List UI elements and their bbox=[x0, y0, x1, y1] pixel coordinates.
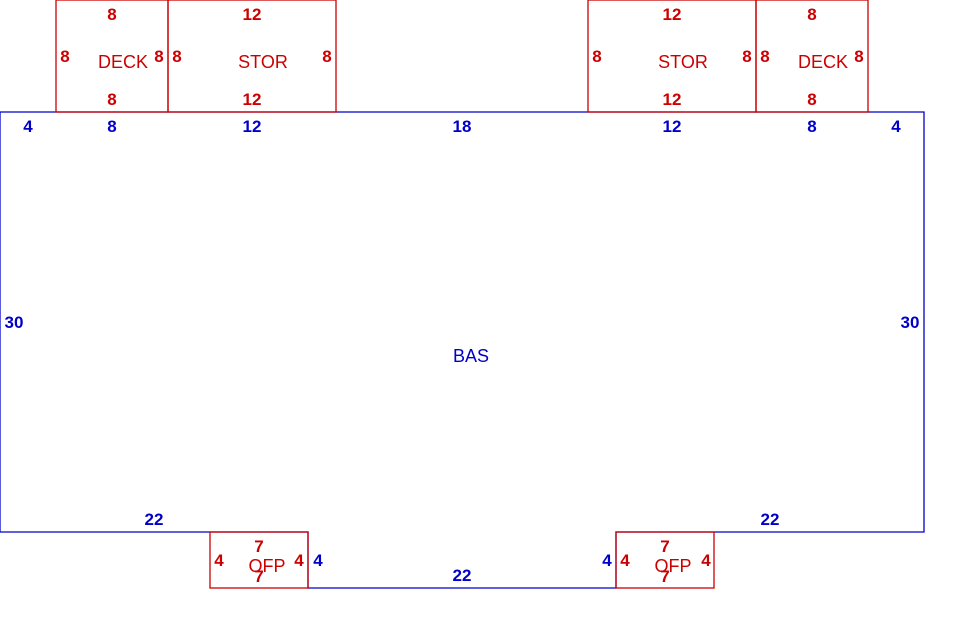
stor-right-dim-bottom: 12 bbox=[663, 90, 682, 109]
deck-right-dim-bottom: 8 bbox=[807, 90, 816, 109]
ofp-right-label: OFP bbox=[654, 556, 691, 576]
stor-left-dim-bottom: 12 bbox=[243, 90, 262, 109]
deck-left-dim-top: 8 bbox=[107, 5, 116, 24]
ofp-left-outline bbox=[209, 531, 309, 589]
stor-left-dim-left: 8 bbox=[172, 47, 181, 66]
dim-top-12-a: 12 bbox=[243, 117, 262, 136]
stor-right-dim-top: 12 bbox=[663, 5, 682, 24]
dim-top-12-b: 12 bbox=[663, 117, 682, 136]
stor-left-dim-top: 12 bbox=[243, 5, 262, 24]
dim-notch-left-4: 4 bbox=[313, 551, 323, 570]
deck-right-dim-top: 8 bbox=[807, 5, 816, 24]
stor-left-label: STOR bbox=[238, 52, 288, 72]
dim-bottom-center-22: 22 bbox=[453, 566, 472, 585]
stor-left-dim-right: 8 bbox=[322, 47, 331, 66]
dim-top-right-4: 4 bbox=[891, 117, 901, 136]
ofp-left-dim-top: 7 bbox=[254, 537, 263, 556]
deck-left-dim-bottom: 8 bbox=[107, 90, 116, 109]
stor-left-outline bbox=[167, 0, 337, 113]
dim-right-30: 30 bbox=[901, 313, 920, 332]
deck-right-dim-right: 8 bbox=[854, 47, 863, 66]
stor-right-label: STOR bbox=[658, 52, 708, 72]
deck-left-dim-right: 8 bbox=[154, 47, 163, 66]
dim-top-left-4: 4 bbox=[23, 117, 33, 136]
ofp-right-outline bbox=[615, 531, 715, 589]
ofp-right-dim-left: 4 bbox=[620, 551, 630, 570]
deck-right-label: DECK bbox=[798, 52, 848, 72]
ofp-right-dim-top: 7 bbox=[660, 537, 669, 556]
dim-top-8-a: 8 bbox=[107, 117, 116, 136]
dim-bottom-left-22: 22 bbox=[145, 510, 164, 529]
ofp-left-dim-bottom: 7 bbox=[254, 567, 263, 586]
ofp-left-dim-right: 4 bbox=[294, 551, 304, 570]
deck-left-label: DECK bbox=[98, 52, 148, 72]
ofp-left-label: OFP bbox=[248, 556, 285, 576]
deck-right-dim-left: 8 bbox=[760, 47, 769, 66]
dim-notch-right-4: 4 bbox=[602, 551, 612, 570]
deck-right-outline bbox=[755, 0, 869, 113]
stor-right-dim-left: 8 bbox=[592, 47, 601, 66]
ofp-right-dim-right: 4 bbox=[701, 551, 711, 570]
deck-left-dim-left: 8 bbox=[60, 47, 69, 66]
stor-right-dim-right: 8 bbox=[742, 47, 751, 66]
dim-top-8-b: 8 bbox=[807, 117, 816, 136]
dim-left-30: 30 bbox=[5, 313, 24, 332]
dim-top-18: 18 bbox=[453, 117, 472, 136]
ofp-right-dim-bottom: 7 bbox=[660, 567, 669, 586]
ofp-left-dim-left: 4 bbox=[214, 551, 224, 570]
dim-bottom-right-22: 22 bbox=[761, 510, 780, 529]
bas-label: BAS bbox=[453, 346, 489, 366]
